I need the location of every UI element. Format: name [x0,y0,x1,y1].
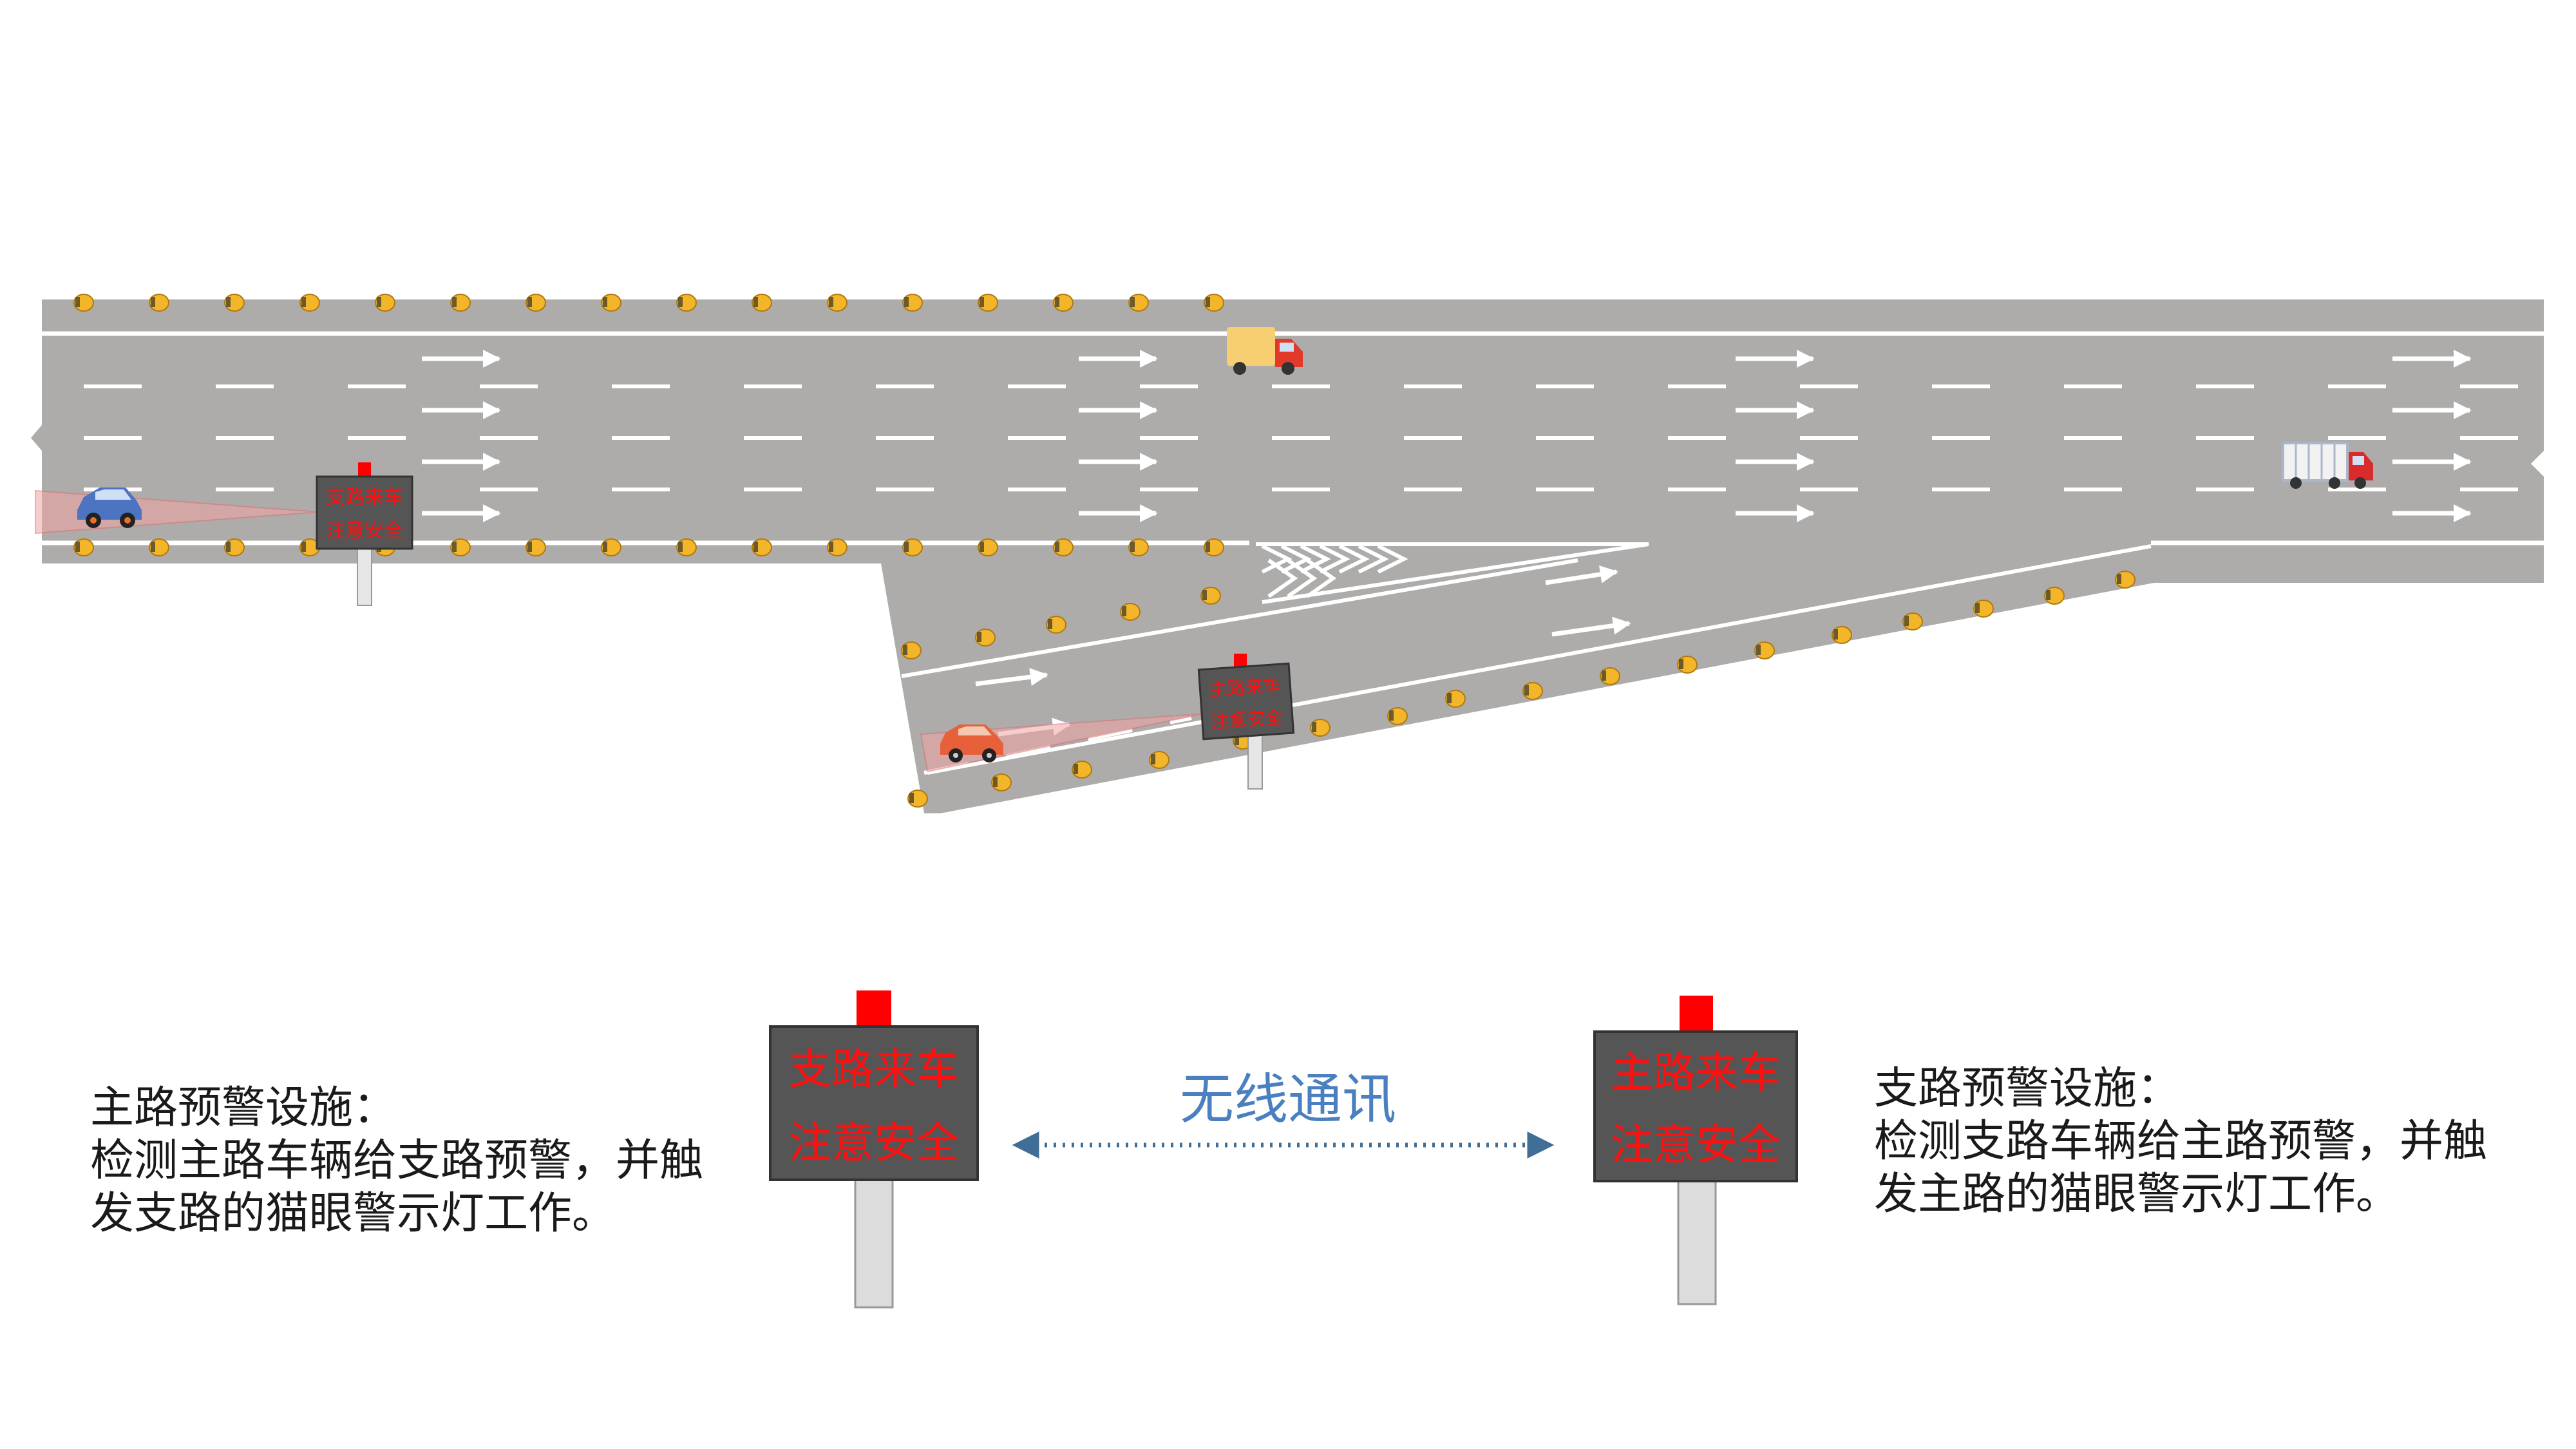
cat-eye-light-icon [1046,616,1066,634]
cat-eye-light-icon [2044,587,2065,605]
sign-panel [1197,662,1295,741]
cat-eye-light-icon [902,538,923,556]
cat-eye-light-icon [1973,600,1994,618]
road-notch-left [31,425,42,451]
cat-eye-light-icon [1445,690,1466,708]
cat-eye-light-icon [1600,667,1620,685]
sign-post [1677,1177,1717,1305]
cat-eye-light-icon [1128,538,1149,556]
wireless-communication-label: 无线通讯 [1179,1068,1396,1131]
cat-eye-light-icon [1200,587,1221,605]
cat-eye-light-icon [73,294,94,312]
cat-eye-light-icon [1754,641,1775,659]
sign-text-line2: 注意安全 [1611,1120,1781,1170]
cat-eye-light-icon [1902,612,1923,630]
cat-eye-light-icon [526,538,546,556]
cat-eye-light-icon [450,294,471,312]
cat-eye-light-icon [902,294,923,312]
cat-eye-light-icon [601,538,621,556]
main-road-warning-sign: 支路来车 注意安全 [316,462,413,606]
cat-eye-light-icon [1120,603,1141,621]
cat-eye-light-icon [149,294,169,312]
cat-eye-light-icon [224,294,245,312]
cat-eye-light-icon [1677,656,1698,674]
cat-eye-light-icon [1053,538,1074,556]
cat-eye-light-icon [1072,761,1092,779]
sign-post [854,1177,894,1309]
lane-dashes [84,384,2537,491]
cat-eye-light-icon [1204,538,1224,556]
cat-eye-light-icon [978,538,998,556]
description-title: 主路预警设施： [90,1083,397,1133]
branch-facility-description: 支路预警设施： 检测支路车辆给主路预警，并触 发主路的猫眼警示灯工作。 [1874,1063,2487,1221]
cat-eye-light-icon [752,538,772,556]
delivery-truck-icon [1227,327,1303,375]
cat-eye-light-icon [752,294,772,312]
cat-eye-light-icon [975,629,996,647]
branch-road-warning-sign: 主路来车 注意安全 [1197,654,1295,790]
sign-beacon [857,990,891,1027]
description-line: 检测主路车辆给支路预警，并触 [90,1135,704,1186]
cat-eye-light-icon [1522,682,1543,700]
cat-eye-light-icon [901,641,922,659]
cat-eye-light-icon [991,773,1012,791]
cat-eye-light-icon [978,294,998,312]
cat-eye-light-icon [2115,571,2136,589]
description-line: 发主路的猫眼警示灯工作。 [1874,1169,2400,1220]
sign-beacon [1680,996,1713,1032]
cat-eye-light-icon [907,790,928,808]
sign-text-line2: 注意安全 [326,520,403,542]
cat-eye-lights [73,294,2136,808]
cat-eye-light-icon [299,294,320,312]
cat-eye-light-icon [149,538,169,556]
description-line: 发支路的猫眼警示灯工作。 [90,1188,616,1239]
cat-eye-light-icon [827,538,848,556]
description-line: 检测支路车辆给主路预警，并触 [1874,1116,2488,1167]
blue-car-icon [77,488,142,528]
ramp-lane-lines [901,544,2152,775]
sign-text-line1: 支路来车 [326,486,403,509]
cat-eye-light-icon [1204,294,1224,312]
sign-text-line2: 注意安全 [1211,706,1284,733]
cat-eye-light-icon [1149,751,1170,769]
cat-eye-light-icon [526,294,546,312]
sign-panel [1593,1030,1798,1182]
sign-beacon [1234,654,1247,669]
main-warning-facility-sign: 支路来车 注意安全 [769,990,979,1309]
description-title: 支路预警设施： [1874,1063,2181,1114]
cat-eye-light-icon [676,538,697,556]
cat-eye-light-icon [601,294,621,312]
sign-text-line2: 注意安全 [789,1118,959,1168]
sign-panel [769,1025,979,1181]
container-truck-icon [2282,442,2373,489]
sign-beacon [358,462,371,478]
cat-eye-light-icon [1310,719,1331,737]
cat-eye-light-icon [450,538,471,556]
main-road [42,299,2544,813]
cat-eye-light-icon [827,294,848,312]
branch-warning-facility-sign: 主路来车 注意安全 [1593,996,1798,1305]
cat-eye-light-icon [676,294,697,312]
cat-eye-light-icon [1387,707,1408,725]
cat-eye-light-icon [375,294,395,312]
cat-eye-light-icon [224,538,245,556]
sign-post [357,547,372,606]
sign-text-line1: 主路来车 [1611,1048,1781,1097]
sign-text-line1: 支路来车 [789,1045,959,1094]
gore-chevrons [1256,542,1649,604]
sign-text-line1: 主路来车 [1208,674,1282,701]
cat-eye-light-icon [1832,626,1852,644]
main-facility-description: 主路预警设施： 检测主路车辆给支路预警，并触 发支路的猫眼警示灯工作。 [90,1082,703,1240]
orange-car-icon [940,724,1003,762]
sign-post [1247,734,1263,790]
cat-eye-light-icon [1128,294,1149,312]
cat-eye-light-icon [1053,294,1074,312]
cat-eye-light-icon [73,538,94,556]
sign-panel [316,475,413,550]
